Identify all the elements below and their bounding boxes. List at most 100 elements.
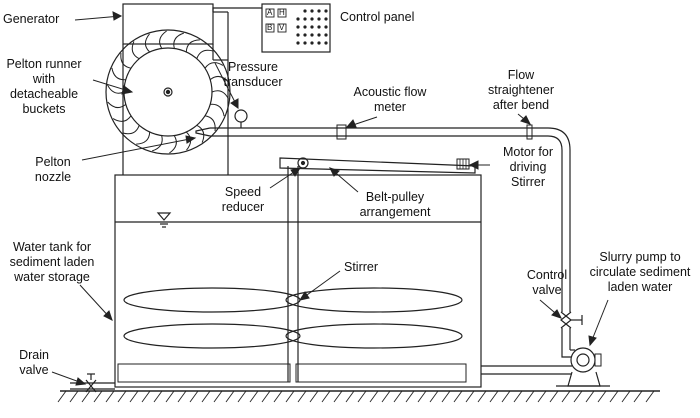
panel-dot — [317, 9, 321, 13]
acoustic-flow-meter — [336, 124, 347, 140]
ground-hatch — [309, 390, 319, 403]
ground-hatch — [81, 390, 91, 403]
label-line: Motor for — [502, 145, 553, 159]
label-line: Stirrer — [510, 175, 546, 189]
label-line: valve — [19, 363, 49, 377]
pelton-bucket — [131, 41, 140, 60]
ground-hatch — [609, 390, 619, 403]
panel-dot — [303, 25, 307, 29]
ground-hatch — [297, 390, 307, 403]
pelton-bucket — [169, 135, 177, 154]
label-stirrer: Stirrer — [344, 260, 379, 274]
control-valve — [560, 311, 583, 350]
label-control-valve: Control valve — [517, 268, 577, 298]
label-line: transducer — [223, 75, 283, 89]
pelton-bucket — [204, 115, 216, 131]
label-line: Belt-pulley — [365, 190, 425, 204]
panel-dot — [310, 17, 314, 21]
panel-dot — [303, 33, 307, 37]
ground-hatch — [69, 390, 79, 403]
pelton-bucket — [159, 30, 167, 49]
panel-dot — [303, 17, 307, 21]
stirrer-assembly — [279, 157, 476, 382]
ground-hatch — [225, 390, 235, 403]
panel-dot — [310, 33, 314, 37]
ground-hatch — [441, 390, 451, 403]
label-line: Control — [526, 268, 568, 282]
ground-hatch — [369, 390, 379, 403]
label-slurry-pump: Slurry pump to circulate sediment laden … — [583, 250, 697, 295]
ground-hatch — [117, 390, 127, 403]
panel-dot — [324, 33, 328, 37]
panel-dot — [296, 17, 300, 21]
ground-hatch — [153, 390, 163, 403]
label-line: Acoustic flow — [353, 85, 427, 99]
pelton-bucket — [196, 49, 214, 59]
panel-dot — [317, 33, 321, 37]
ground-hatch — [645, 390, 655, 403]
ground-hatch — [129, 390, 139, 403]
pelton-bucket — [144, 33, 151, 53]
pelton-bucket — [112, 115, 132, 122]
label-line: after bend — [492, 98, 550, 112]
pelton-bucket — [122, 125, 140, 135]
ground-hatch — [249, 390, 259, 403]
ground-hatch — [513, 390, 523, 403]
ground-hatch — [345, 390, 355, 403]
label-belt-pulley: Belt-pulley arrangement — [350, 190, 440, 220]
ground-hatch — [333, 390, 343, 403]
ground-hatch — [417, 390, 427, 403]
label-control-panel: Control panel — [340, 10, 415, 24]
ground-hatch — [213, 390, 223, 403]
pelton-bucket — [209, 76, 229, 83]
pelton-bucket — [196, 124, 205, 143]
ground-hatch — [261, 390, 271, 403]
ground-hatch — [477, 390, 487, 403]
ground-hatch — [561, 390, 571, 403]
ground-hatch — [621, 390, 631, 403]
label-line: Slurry pump to — [599, 250, 681, 264]
label-line: arrangement — [359, 205, 431, 219]
ground-hatch — [177, 390, 187, 403]
label-line: Pelton — [35, 155, 71, 169]
pelton-bucket — [136, 131, 151, 145]
ground-hatch — [201, 390, 211, 403]
pelton-bucket — [210, 103, 225, 117]
label-line: with — [32, 72, 56, 86]
ground-hatch — [93, 390, 103, 403]
label-line: Water tank for — [12, 240, 92, 254]
panel-dot — [296, 41, 300, 45]
pelton-bucket — [173, 32, 184, 49]
label-speed-reducer: Speed reducer — [210, 185, 276, 215]
label-line: Drain — [19, 348, 49, 362]
slurry-pump — [556, 347, 610, 387]
pelton-bucket — [211, 90, 230, 100]
ground-hatch — [381, 390, 391, 403]
panel-dot — [310, 41, 314, 45]
label-line: Speed — [224, 185, 262, 199]
label-drain-valve: Drain valve — [12, 348, 56, 378]
ground — [57, 390, 660, 403]
pelton-bucket — [120, 53, 132, 69]
ground-hatch — [525, 390, 535, 403]
ground-hatch — [273, 390, 283, 403]
ground-hatch — [321, 390, 331, 403]
ground-hatch — [597, 390, 607, 403]
panel-button-v: V — [279, 23, 285, 32]
ground-hatch — [549, 390, 559, 403]
pelton-bucket — [152, 135, 163, 152]
label-pressure-transducer: Pressure transducer — [208, 60, 298, 90]
label-line: Pressure — [227, 60, 279, 74]
label-pelton-runner: Pelton runner with detacheable buckets — [0, 57, 88, 117]
return-pipe — [481, 365, 572, 375]
pressure-transducer — [234, 109, 248, 128]
panel-dot — [310, 9, 314, 13]
ground-hatch — [465, 390, 475, 403]
pelton-bucket — [111, 67, 126, 81]
label-line: nozzle — [34, 170, 72, 184]
label-line: buckets — [22, 102, 66, 116]
ground-hatch — [429, 390, 439, 403]
ground-hatch — [141, 390, 151, 403]
panel-dot — [324, 17, 328, 21]
